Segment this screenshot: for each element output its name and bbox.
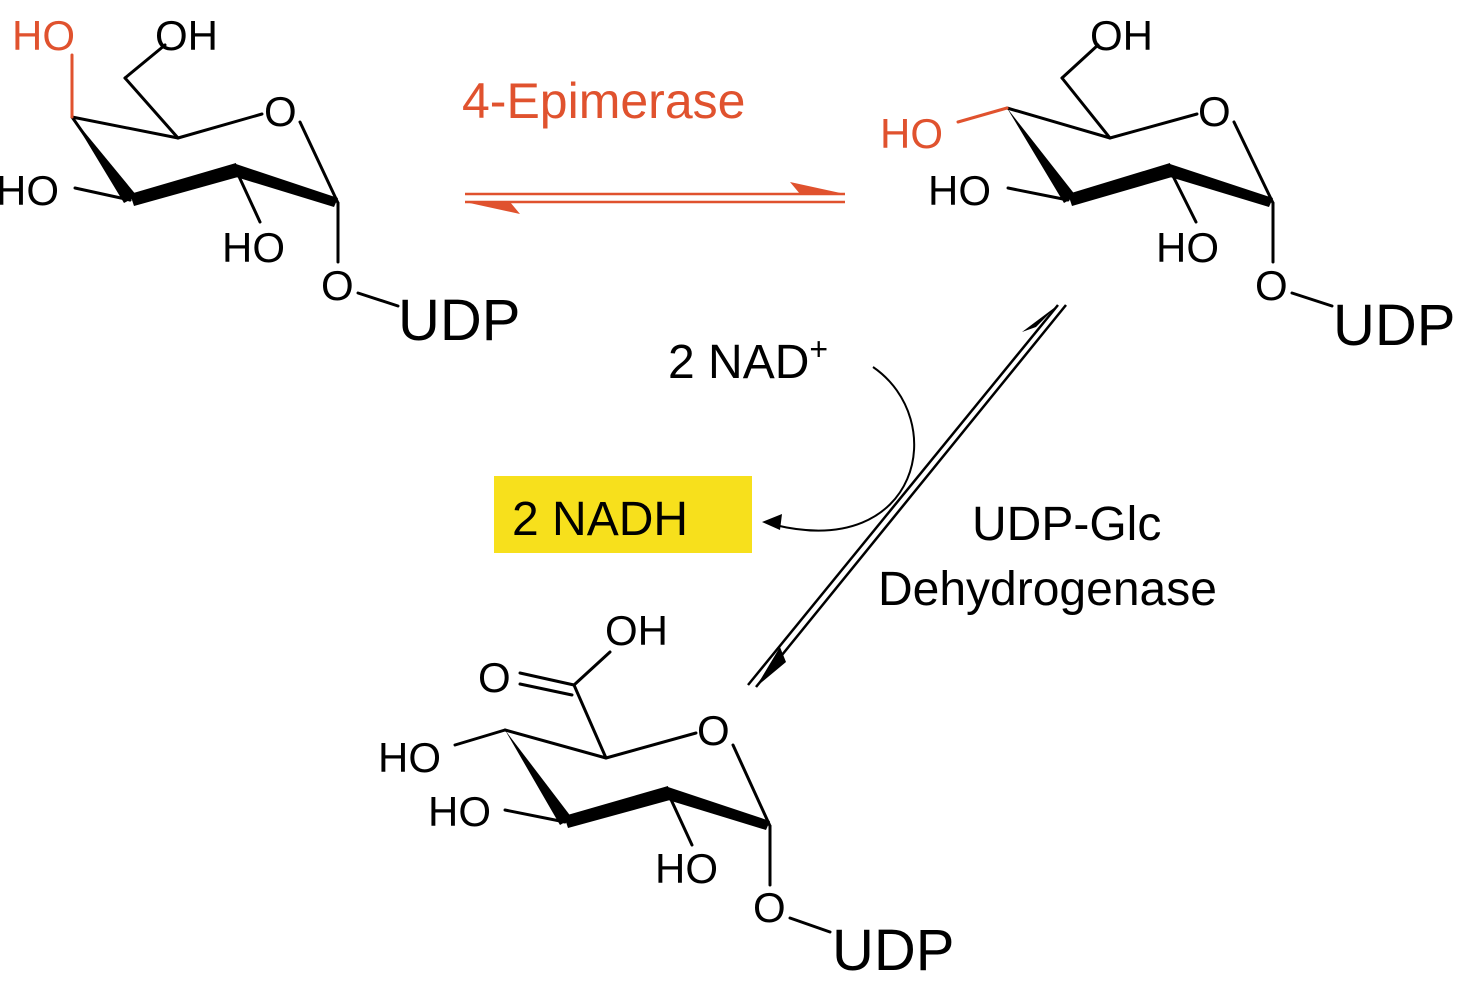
reverse-arrowhead bbox=[1022, 305, 1058, 332]
carboxyl-oh-label: OH bbox=[605, 607, 668, 654]
cofactor-arrowhead bbox=[762, 514, 782, 530]
wedge-bond-right bbox=[236, 164, 338, 207]
epimerase-equilibrium-arrows bbox=[465, 182, 845, 214]
udp-glucose-structure: OH O HO HO HO O UDP bbox=[880, 12, 1455, 358]
c6-oh-bond bbox=[1060, 43, 1100, 80]
nadh-highlight bbox=[494, 476, 752, 553]
c6-oh-label: OH bbox=[1090, 12, 1153, 59]
dehydrogenase-label-line2: Dehydrogenase bbox=[878, 563, 1217, 616]
ring-bond-top bbox=[70, 115, 180, 140]
c3-ho-bond bbox=[503, 808, 567, 824]
c2-ho-label: HO bbox=[222, 224, 285, 271]
ring-bond-to-o bbox=[176, 112, 264, 140]
wedge-bond-bottom bbox=[130, 163, 238, 206]
forward-arrow-line bbox=[755, 304, 1067, 688]
wedge-bond bbox=[505, 730, 572, 825]
c4-ho-label: HO bbox=[12, 12, 75, 59]
nad-label-text: 2 NAD bbox=[668, 336, 809, 389]
c6-bond bbox=[123, 76, 180, 140]
c4-ho-label: HO bbox=[378, 734, 441, 781]
o-udp-bond bbox=[1290, 291, 1334, 308]
c3-ho-label: HO bbox=[0, 167, 59, 214]
ring-oxygen-label: O bbox=[264, 88, 297, 135]
c4-ho-label: HO bbox=[880, 110, 943, 157]
epimerase-label: 4-Epimerase bbox=[462, 73, 745, 129]
ring-oxygen-label: O bbox=[697, 707, 730, 754]
glycosidic-oxygen-label: O bbox=[1255, 262, 1288, 309]
nad-charge: + bbox=[809, 331, 828, 367]
ring-oxygen-label: O bbox=[1198, 88, 1231, 135]
c3-ho-label: HO bbox=[428, 788, 491, 835]
dehydrogenase-arrows bbox=[747, 304, 1067, 688]
nad-label: 2 NAD+ bbox=[668, 331, 828, 389]
o-udp-bond bbox=[788, 916, 832, 934]
c2-ho-label: HO bbox=[655, 845, 718, 892]
ring-bond-to-o bbox=[1108, 112, 1199, 140]
c3-ho-bond bbox=[73, 186, 132, 202]
c5-carboxyl-bond bbox=[572, 683, 608, 760]
ring-bond-o-anomeric bbox=[298, 120, 340, 205]
wedge-bond bbox=[72, 117, 137, 203]
ring-bond-top bbox=[503, 728, 608, 760]
c4-ho-bond bbox=[453, 728, 507, 747]
udp-label: UDP bbox=[398, 288, 520, 353]
c2-ho-label: HO bbox=[1156, 224, 1219, 271]
carbonyl-bond-2 bbox=[518, 682, 574, 697]
ring-bond-top bbox=[1005, 106, 1112, 140]
dehydrogenase-label-line1: UDP-Glc bbox=[972, 498, 1161, 551]
glycosidic-oxygen-label: O bbox=[753, 884, 786, 931]
reverse-arrow-line bbox=[747, 304, 1059, 686]
c3-ho-label: HO bbox=[928, 167, 991, 214]
c6-bond bbox=[1060, 76, 1112, 140]
c4-ho-bond bbox=[956, 106, 1009, 124]
forward-arrowhead bbox=[790, 182, 845, 194]
c2-ho-bond bbox=[1168, 168, 1198, 224]
o-udp-bond bbox=[356, 291, 400, 308]
udp-glucuronic-acid-structure: OH O O HO HO HO O UDP bbox=[378, 607, 954, 982]
c6-oh-bond bbox=[123, 43, 167, 80]
c2-ho-bond bbox=[666, 791, 694, 847]
ring-bond-o-anomeric bbox=[1232, 120, 1275, 205]
c2-ho-bond bbox=[234, 168, 262, 224]
glycosidic-oxygen-label: O bbox=[321, 262, 354, 309]
nadh-label: 2 NADH bbox=[512, 493, 688, 546]
wedge-bond-right bbox=[1170, 164, 1273, 207]
carboxyl-oh-bond bbox=[572, 650, 612, 687]
forward-arrowhead bbox=[756, 647, 786, 687]
carbonyl-bond-1 bbox=[518, 671, 576, 687]
carbonyl-oxygen-label: O bbox=[478, 654, 511, 701]
c6-oh-label: OH bbox=[155, 12, 218, 59]
udp-label: UDP bbox=[832, 918, 954, 982]
udp-galactose-structure: HO OH O HO HO O UDP bbox=[0, 12, 520, 353]
reverse-arrowhead bbox=[465, 202, 520, 214]
c3-ho-bond bbox=[1006, 186, 1070, 202]
wedge-bond-right bbox=[668, 787, 770, 830]
ring-bond-to-o bbox=[604, 731, 698, 760]
cofactor-curved-arrow bbox=[774, 366, 916, 532]
wedge-bond-bottom bbox=[564, 786, 670, 828]
wedge-bond bbox=[1007, 108, 1076, 203]
ring-bond-o-anomeric bbox=[731, 743, 772, 828]
udp-label: UDP bbox=[1333, 293, 1455, 358]
wedge-bond-bottom bbox=[1068, 163, 1172, 206]
